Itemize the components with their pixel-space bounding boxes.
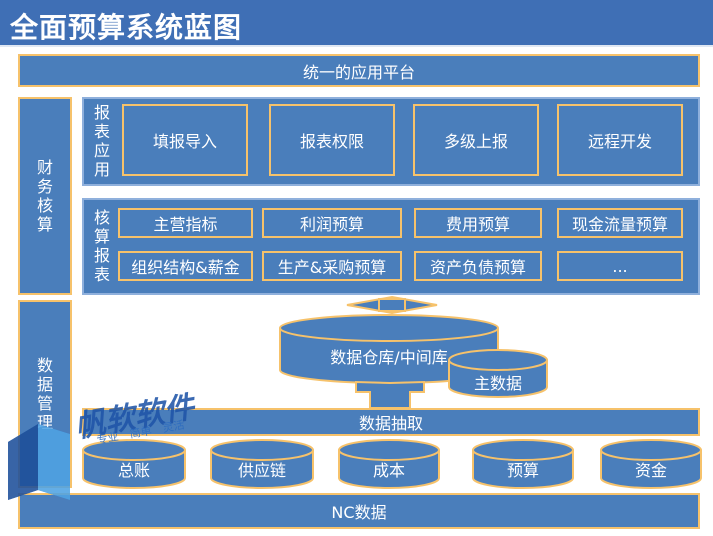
master-data-label: 主数据 [473, 374, 522, 393]
warehouse-cylinder [279, 314, 499, 384]
up-arrow-shape [355, 380, 425, 409]
accounting-label-text: 核算报表 [93, 208, 110, 284]
watermark-tag-1: 专业 [95, 429, 120, 447]
acc-item-more: ... [557, 251, 683, 281]
double-arrow-stem [378, 298, 406, 312]
report-app-label: 报表应用 [87, 100, 117, 182]
watermark-logo-icon [8, 424, 70, 500]
source-label-ledger: 总账 [117, 461, 150, 480]
acc-item-cashflow-budget: 现金流量预算 [557, 208, 683, 238]
acc-item-main-indicators: 主营指标 [118, 208, 253, 238]
data-mgmt-side-text: 数据管理 [36, 356, 53, 432]
report-item-permission: 报表权限 [269, 104, 395, 176]
report-item-remote: 远程开发 [557, 104, 683, 176]
acc-item-org-salary: 组织结构&薪金 [118, 251, 253, 281]
source-cylinder-ledger [82, 439, 186, 489]
source-label-fund: 资金 [634, 461, 667, 480]
source-cylinder-cost [338, 439, 440, 489]
source-label-budget: 预算 [506, 461, 539, 480]
page-title: 全面预算系统蓝图 [10, 11, 243, 44]
master-data-cylinder [448, 349, 548, 398]
watermark-tag-2: 简单 [128, 424, 153, 441]
watermark-tag-3: 灵活 [161, 418, 186, 435]
finance-side-label: 财务核算 [18, 97, 72, 295]
warehouse-label: 数据仓库/中间库 [330, 348, 448, 367]
report-item-multilevel: 多级上报 [413, 104, 539, 176]
extraction-bar: 数据抽取 [82, 408, 700, 436]
report-item-import: 填报导入 [122, 104, 248, 176]
title-bar [0, 0, 713, 47]
source-cylinder-budget [472, 439, 574, 489]
acc-item-production-purchase: 生产&采购预算 [262, 251, 402, 281]
source-cylinder-fund [600, 439, 702, 489]
nc-data-bar: NC数据 [18, 493, 700, 529]
report-app-label-text: 报表应用 [93, 103, 110, 179]
accounting-label: 核算报表 [87, 203, 117, 289]
finance-side-text: 财务核算 [36, 158, 53, 234]
acc-item-expense-budget: 费用预算 [414, 208, 542, 238]
acc-item-profit-budget: 利润预算 [262, 208, 402, 238]
source-label-supply: 供应链 [237, 461, 286, 480]
source-label-cost: 成本 [372, 461, 405, 480]
acc-item-balance-budget: 资产负债预算 [414, 251, 542, 281]
source-cylinder-supply [210, 439, 314, 489]
platform-bar: 统一的应用平台 [18, 54, 700, 87]
watermark-logo: 帆软软件 专业 简单 灵活 [0, 362, 210, 512]
